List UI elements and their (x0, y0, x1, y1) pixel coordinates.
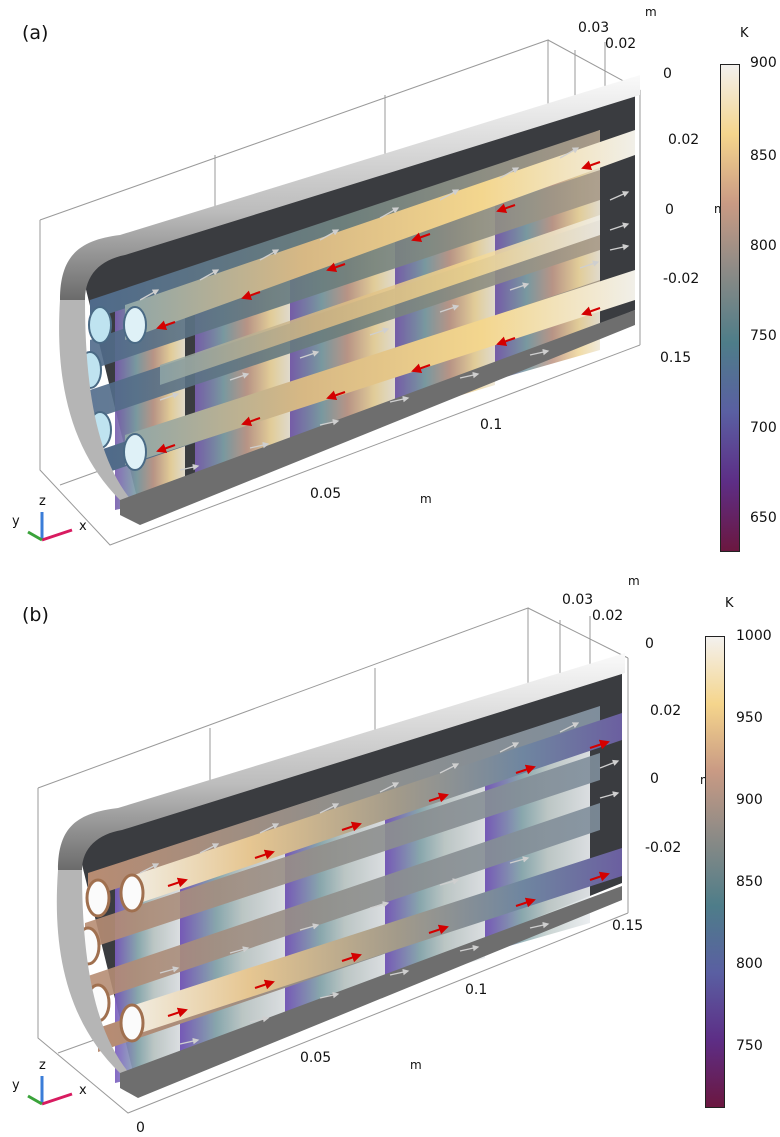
x-tick: 0.15 (612, 918, 644, 934)
x-tick: 0.15 (660, 350, 692, 366)
shell-top (58, 653, 625, 870)
triad-z-label: z (39, 494, 46, 509)
triad-z-label: z (39, 1058, 46, 1073)
shell-top (60, 75, 640, 300)
colorbar (720, 64, 740, 552)
x-axis-unit: m (410, 1058, 422, 1072)
x-tick: 0 (136, 1120, 145, 1136)
colorbar-unit: K (740, 26, 749, 41)
axis-triad (27, 1076, 73, 1106)
x-tick: 0.05 (310, 486, 342, 502)
y-axis-unit: m (628, 574, 640, 588)
y-axis-unit: m (645, 5, 657, 19)
z-tick: -0.02 (663, 271, 700, 287)
heat-exchanger-3d-plot (27, 39, 641, 546)
velocity-arrows (139, 147, 630, 471)
shell-end (56, 870, 138, 1083)
velocity-arrows (139, 722, 620, 1045)
x-tick: 0.1 (465, 982, 488, 998)
shell-bottom (120, 886, 622, 1098)
pipe-flow-arrows (167, 739, 610, 1018)
panel-b: (b) 0 0.05 0.1 0.15 m 0.03 0.02 m 0 0.02… (0, 568, 780, 1137)
panel-label: (a) (22, 22, 49, 44)
z-tick: 0 (645, 636, 654, 652)
shell-bottom (120, 310, 635, 525)
axis-triad (27, 512, 73, 542)
x-axis-unit: m (420, 492, 432, 506)
colorbar (705, 636, 725, 1108)
z-tick: 0 (665, 202, 674, 218)
colorbar-tick: 900 (750, 55, 777, 71)
colorbar-unit: K (725, 596, 734, 611)
triad-x-label: x (79, 1083, 87, 1098)
triad-y-label: y (12, 514, 20, 529)
colorbar-tick: 750 (736, 1038, 763, 1054)
panel-label: (b) (22, 604, 49, 626)
colorbar-tick: 800 (750, 238, 777, 254)
z-tick: 0 (650, 771, 659, 787)
z-tick: 0 (663, 66, 672, 82)
x-tick: 0.05 (300, 1050, 332, 1066)
colorbar-tick: 850 (750, 148, 777, 164)
triad-y-label: y (12, 1078, 20, 1093)
shell-end (59, 300, 140, 510)
z-axis-unit: m (714, 202, 726, 216)
heat-exchanger-3d-plot (27, 607, 629, 1114)
x-tick: 0.1 (480, 417, 503, 433)
colorbar-tick: 650 (750, 510, 777, 526)
outer-pipes (125, 130, 635, 465)
outer-pipes (125, 713, 622, 1038)
colorbar-tick: 950 (736, 710, 763, 726)
colorbar-tick: 700 (750, 420, 777, 436)
z-tick: 0.02 (668, 132, 700, 148)
y-tick: 0.03 (562, 592, 594, 608)
colorbar-tick: 900 (736, 792, 763, 808)
y-tick: 0.03 (578, 20, 610, 36)
colorbar-tick: 1000 (736, 628, 772, 644)
z-tick: 0.02 (650, 703, 682, 719)
colorbar-tick: 750 (750, 328, 777, 344)
z-tick: -0.02 (645, 840, 682, 856)
y-tick: 0.02 (605, 36, 637, 52)
colorbar-tick: 800 (736, 956, 763, 972)
triad-x-label: x (79, 519, 87, 534)
colorbar-tick: 850 (736, 874, 763, 890)
pipe-flow-arrows (156, 160, 601, 454)
panel-a: (a) 0.05 0.1 0.15 m 0.03 0.02 m 0 0.02 0… (0, 0, 780, 568)
y-tick: 0.02 (592, 608, 624, 624)
